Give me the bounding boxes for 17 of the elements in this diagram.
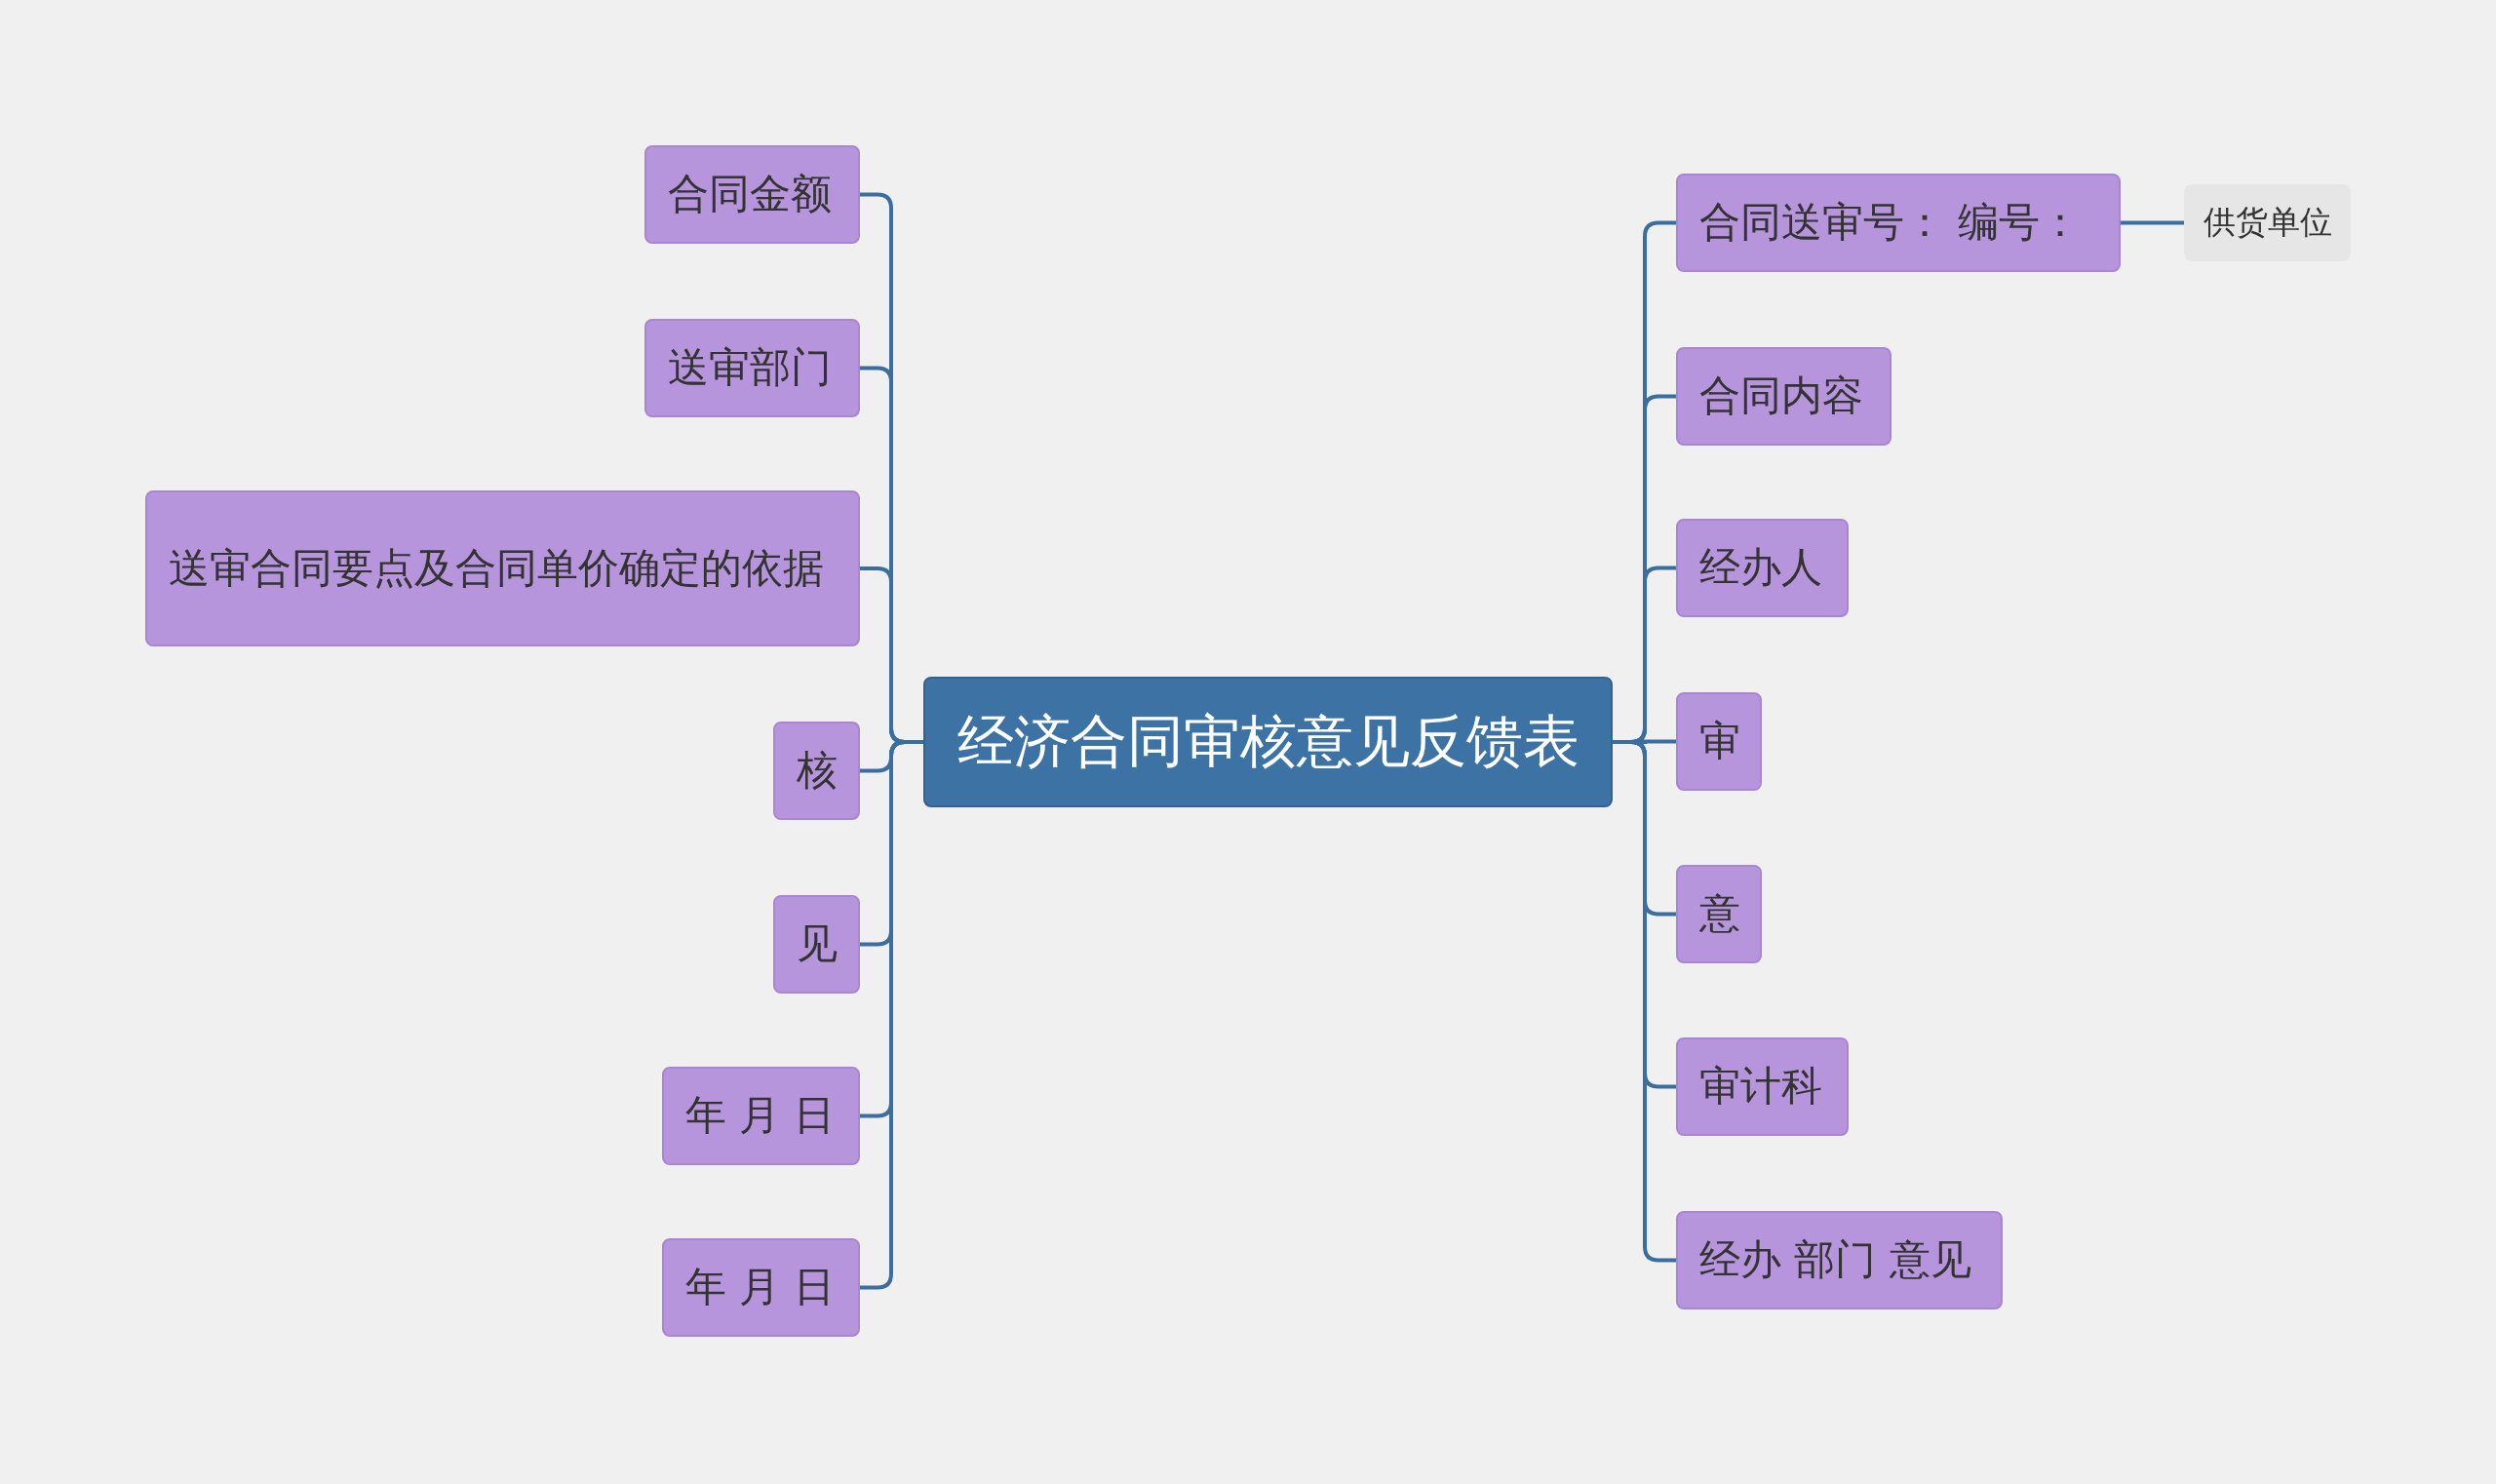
topic-box: 年 月 日 bbox=[662, 1067, 860, 1165]
topic-box: 见 bbox=[773, 895, 860, 994]
topic-box: 经办 部门 意见 bbox=[1676, 1211, 2003, 1309]
topic-box: 合同金额 bbox=[644, 145, 860, 244]
topic-box: 意 bbox=[1676, 865, 1762, 963]
central-topic-box: 经济合同审核意见反馈表 bbox=[923, 677, 1613, 807]
topic-box: 年 月 日 bbox=[662, 1238, 860, 1337]
topic-box: 审计科 bbox=[1676, 1037, 1849, 1136]
topic-box: 送审合同要点及合同单价确定的依据 bbox=[145, 490, 860, 646]
topic-box: 送审部门 bbox=[644, 319, 860, 417]
topic-box: 经办人 bbox=[1676, 519, 1849, 617]
topic-box: 合同送审号： 编号： bbox=[1676, 174, 2121, 272]
connector-line bbox=[2121, 220, 2184, 225]
topic-box: 审 bbox=[1676, 692, 1762, 791]
topic-box: 合同内容 bbox=[1676, 347, 1892, 446]
subtopic-box: 供货单位 bbox=[2184, 184, 2351, 261]
topic-box: 核 bbox=[773, 722, 860, 820]
